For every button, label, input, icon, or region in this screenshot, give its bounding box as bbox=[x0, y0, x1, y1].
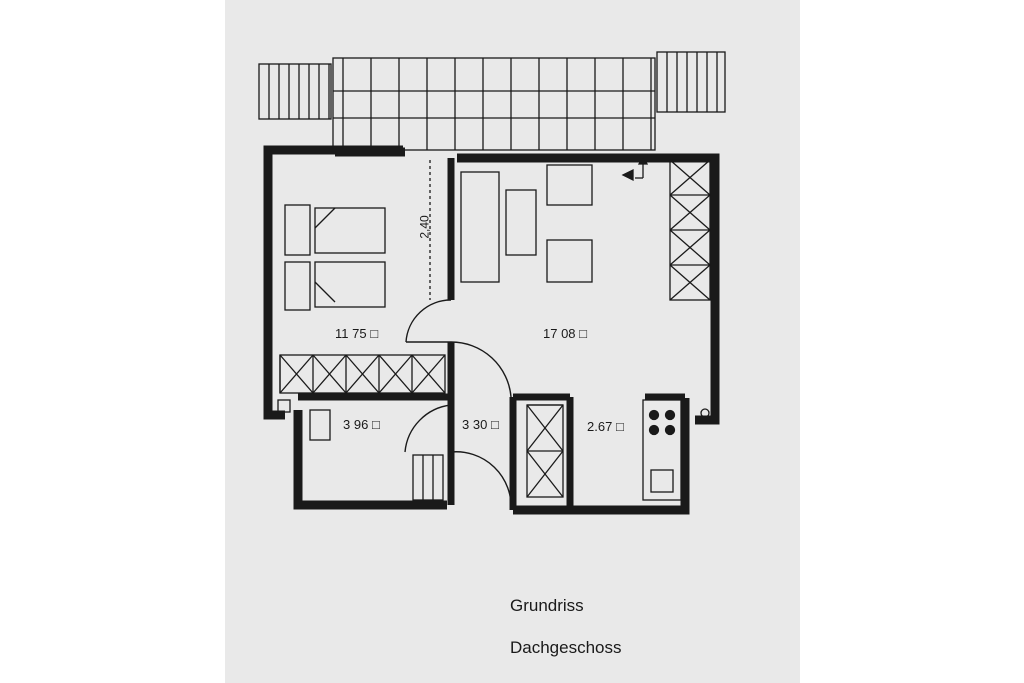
caption-dachgeschoss: Dachgeschoss bbox=[510, 638, 622, 657]
area-value: 3 96 bbox=[343, 417, 369, 432]
living-furniture bbox=[460, 154, 711, 301]
room-area-kitchen: 2.67 □ bbox=[587, 419, 624, 434]
hall-cabinet bbox=[526, 404, 564, 498]
area-value: 3 30 bbox=[462, 417, 488, 432]
room-area-bath: 3 96 □ bbox=[343, 417, 380, 432]
outer-walls bbox=[263, 145, 720, 515]
doors bbox=[404, 299, 512, 511]
bedroom-furniture bbox=[279, 160, 446, 394]
kitchen-fixtures bbox=[642, 399, 682, 501]
area-value: 17 08 bbox=[543, 326, 576, 341]
room-area-hall: 3 30 □ bbox=[462, 417, 499, 432]
floor-plan-drawing bbox=[258, 51, 726, 515]
floor-plan-sheet: 2,40 11 75 □ 17 08 □ 3 96 □ 3 30 □ 2.67 … bbox=[225, 0, 800, 683]
area-value: 2.67 bbox=[587, 419, 613, 434]
area-symbol: □ bbox=[370, 326, 379, 341]
interior-walls bbox=[298, 158, 685, 510]
wall-column bbox=[277, 399, 291, 413]
wall-column bbox=[700, 408, 710, 418]
dimension-label: 2,40 bbox=[417, 215, 432, 239]
caption-grundriss: Grundriss bbox=[510, 596, 584, 615]
room-area-bedroom: 11 75 □ bbox=[335, 326, 378, 341]
room-area-living: 17 08 □ bbox=[543, 326, 587, 341]
area-symbol: □ bbox=[490, 417, 499, 432]
area-symbol: □ bbox=[579, 326, 588, 341]
area-symbol: □ bbox=[615, 419, 624, 434]
balcony bbox=[258, 51, 726, 151]
area-value: 11 75 bbox=[335, 326, 367, 341]
area-symbol: □ bbox=[371, 417, 380, 432]
bath-fixtures bbox=[309, 409, 444, 501]
